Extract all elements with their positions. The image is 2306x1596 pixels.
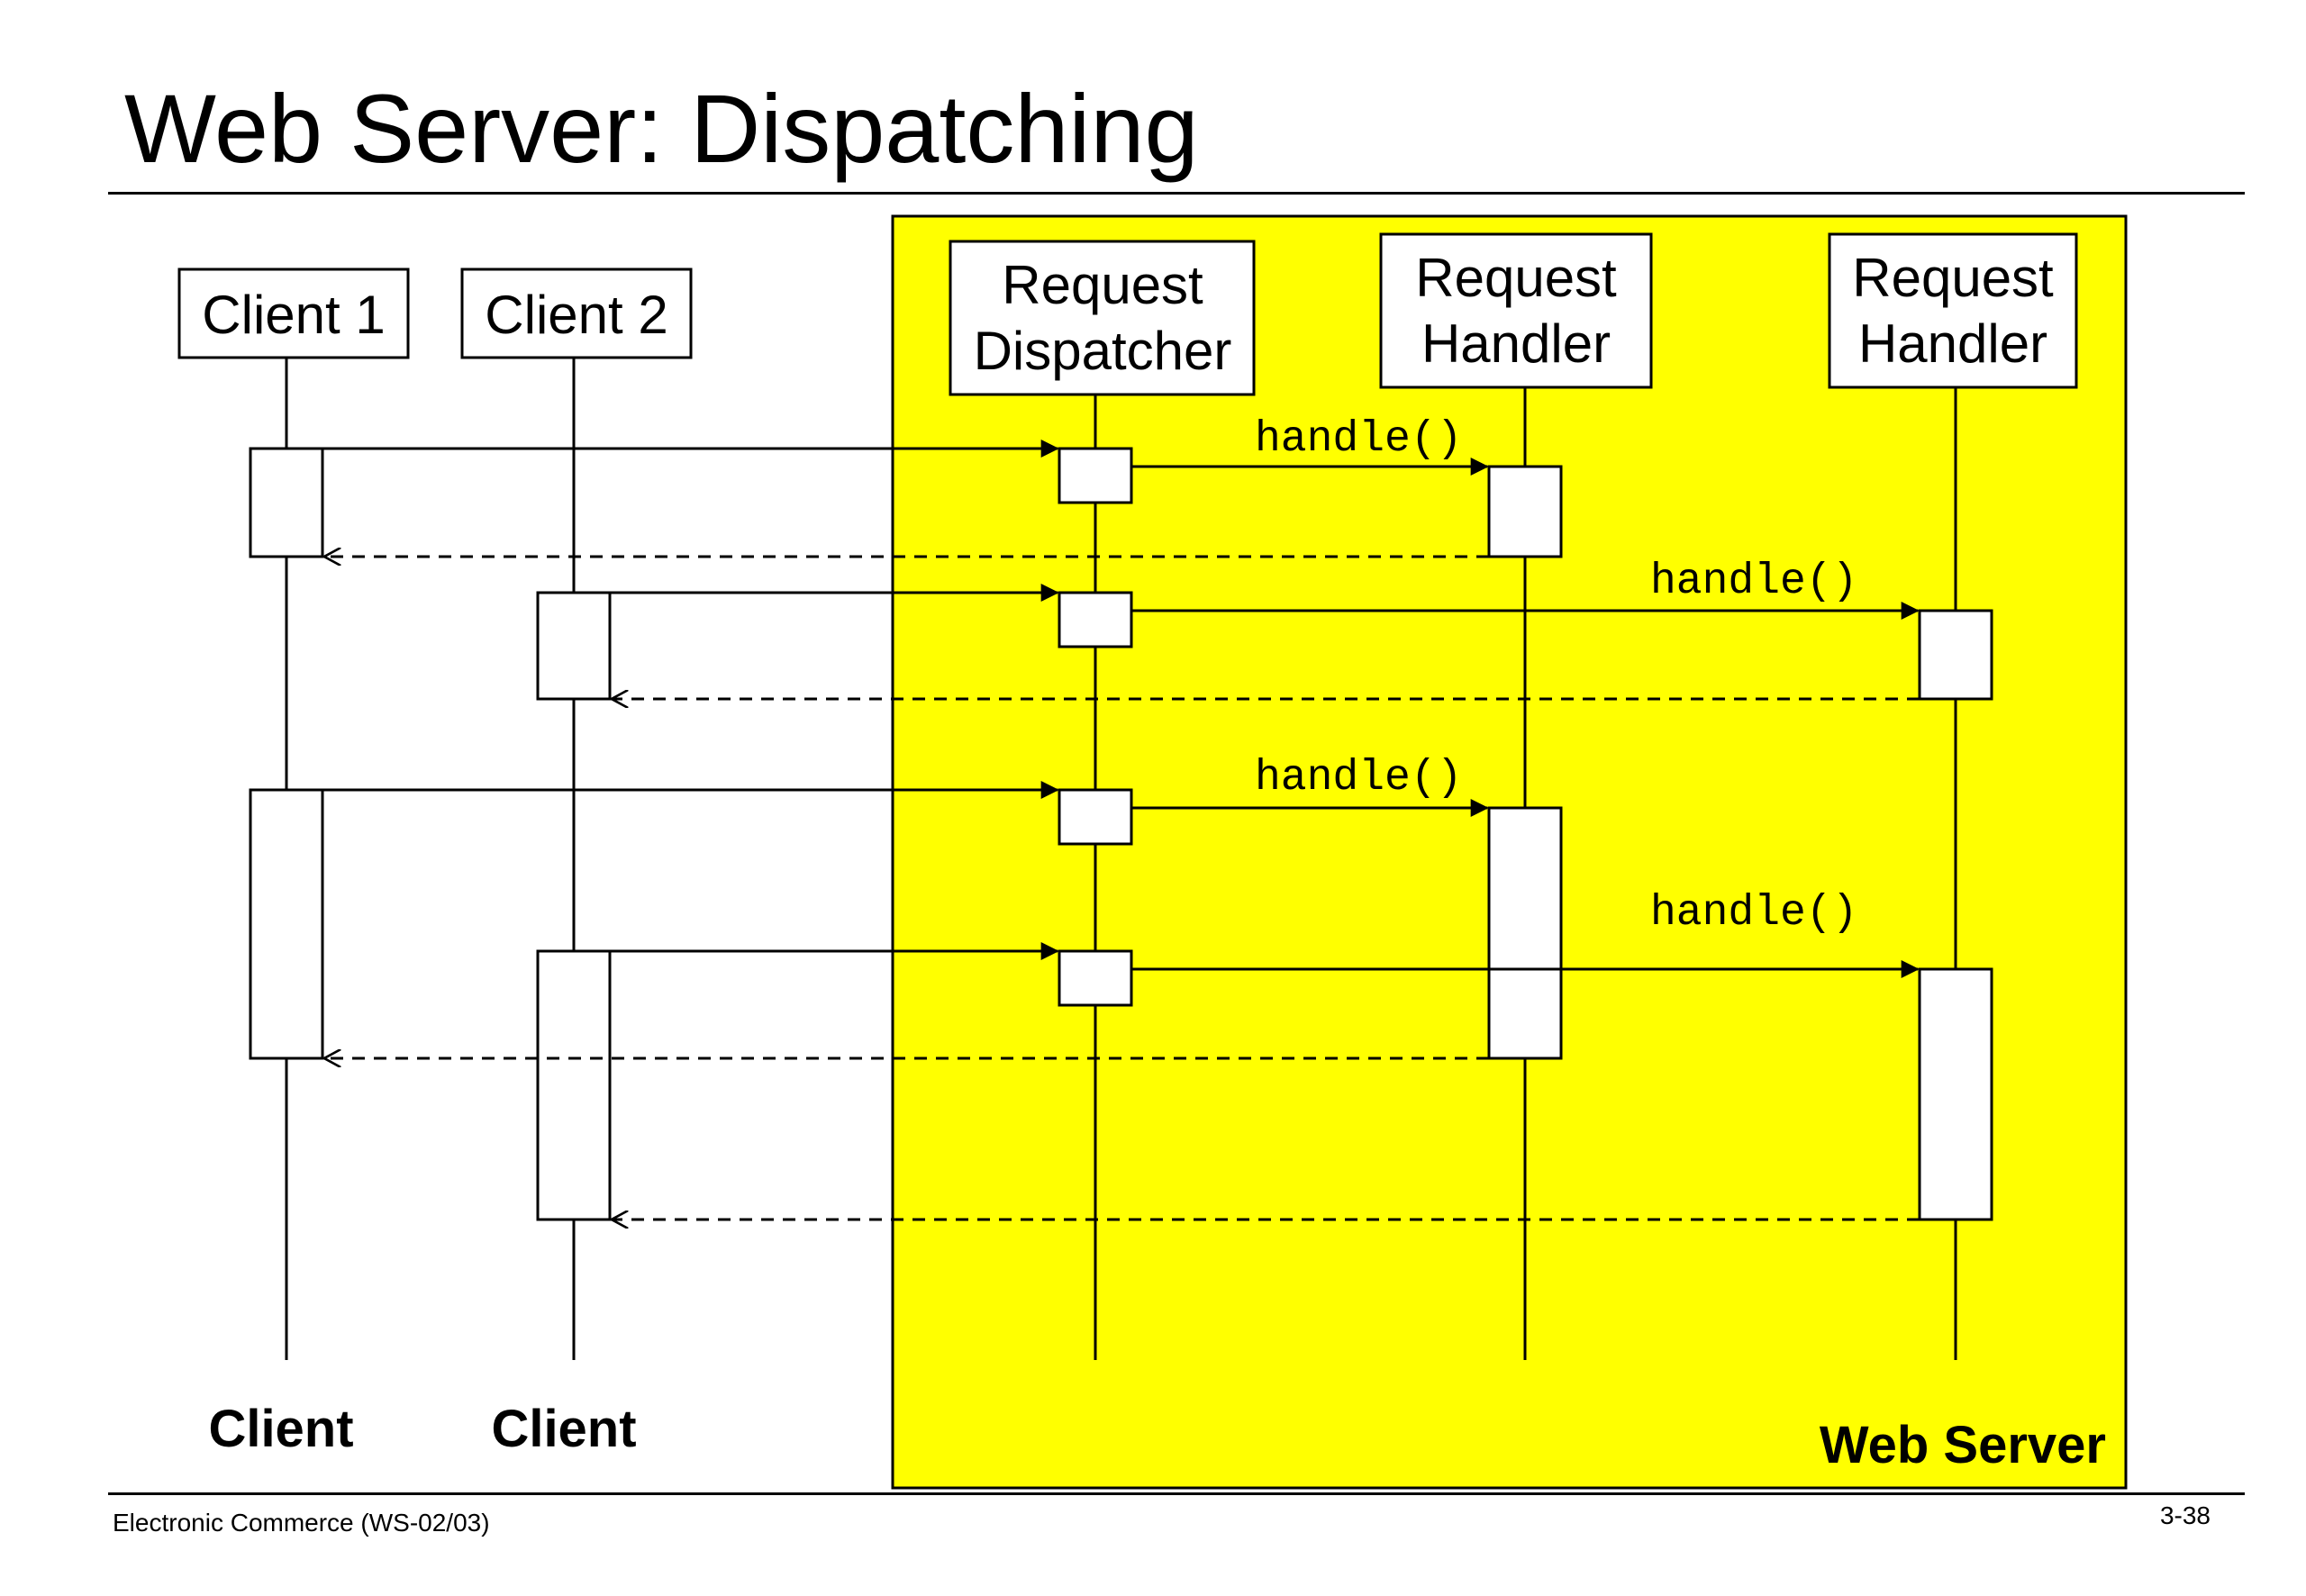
participant-request-dispatcher: Request Dispatcher — [949, 240, 1256, 396]
activation-dispatcher-4 — [1058, 949, 1133, 1007]
participant-dispatcher-line2: Dispatcher — [974, 321, 1232, 381]
participant-client2-label: Client 2 — [485, 285, 667, 345]
participant-client2: Client 2 — [460, 268, 693, 359]
title-divider — [108, 192, 2245, 195]
bottom-label-client2: Client — [491, 1400, 636, 1458]
message-label-1: handle() — [1255, 415, 1462, 464]
activation-client2-a — [536, 591, 612, 701]
participant-client1: Client 1 — [177, 268, 410, 359]
activation-client1-b — [249, 788, 324, 1060]
participant-request-handler-1: Request Handler — [1379, 232, 1653, 389]
participant-handler2-line1: Request — [1852, 248, 2054, 308]
activation-handler2-a — [1918, 609, 1993, 701]
activation-handler2-b — [1918, 967, 1993, 1221]
participant-request-handler-2: Request Handler — [1828, 232, 2078, 389]
message-label-2: handle() — [1650, 558, 1857, 606]
footer-page-number: 3-38 — [2159, 1501, 2211, 1529]
participant-client1-label: Client 1 — [202, 285, 385, 345]
web-server-label: Web Server — [1820, 1416, 2106, 1474]
activation-dispatcher-2 — [1058, 591, 1133, 648]
bottom-label-client1: Client — [208, 1400, 353, 1458]
page-title: Web Server: Dispatching — [124, 74, 1199, 183]
participant-dispatcher-line1: Request — [1002, 255, 1203, 315]
footer-divider — [108, 1492, 2245, 1495]
message-label-4: handle() — [1650, 889, 1857, 938]
participant-handler1-line1: Request — [1415, 248, 1617, 308]
activation-client2-b — [536, 949, 612, 1221]
activation-dispatcher-1 — [1058, 447, 1133, 504]
participant-handler1-line2: Handler — [1421, 313, 1611, 374]
footer-course: Electronic Commerce (WS-02/03) — [113, 1509, 490, 1537]
activation-handler1-b — [1487, 806, 1563, 1060]
participant-handler2-line2: Handler — [1858, 313, 2047, 374]
activation-dispatcher-3 — [1058, 788, 1133, 846]
message-label-3: handle() — [1255, 754, 1462, 803]
activation-handler1-a — [1487, 465, 1563, 558]
activation-client1-a — [249, 447, 324, 558]
